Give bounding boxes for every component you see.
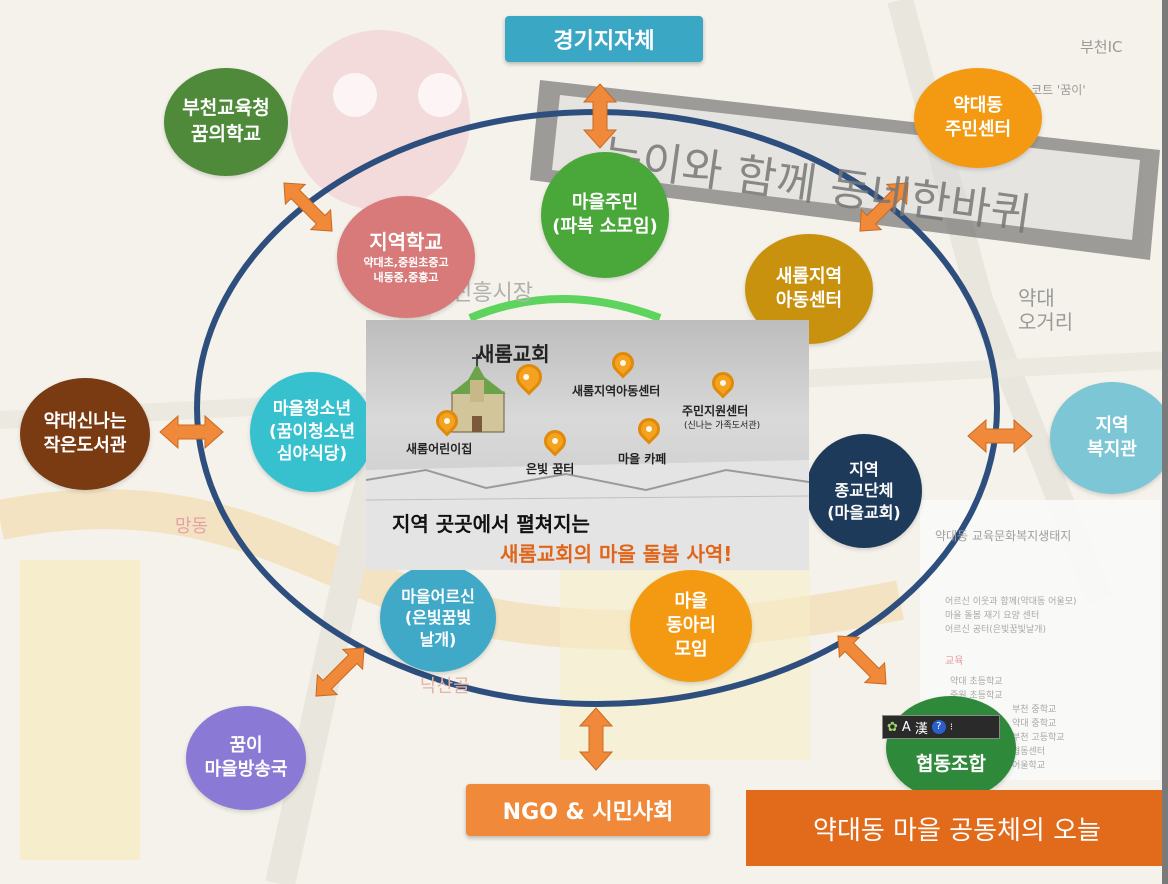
bg-edu-item-5: 부천 고등학교 [1012, 732, 1065, 743]
node-broadcast: 꿈이 마을방송국 [186, 706, 306, 810]
pin-label-resident-center-sub: (신나는 가족도서관) [684, 421, 761, 431]
bg-sidebar-item-1: 어르신 이웃과 함께(약대동 어울모) [945, 595, 1077, 607]
node-youth: 마을청소년 (꿈이청소년 심야식당) [250, 372, 374, 492]
map-caption-line2: 새롬교회의 마을 돌봄 사역! [500, 542, 733, 566]
node-yakdae-center: 약대동 주민센터 [914, 68, 1042, 168]
pin-label-child-center: 새롬지역아동센터 [572, 384, 661, 398]
map-texture [366, 354, 809, 570]
pin-label-silver-dream: 은빛 꿈터 [526, 462, 575, 476]
node-club: 마을 동아리 모임 [630, 570, 752, 682]
bg-sidebar-item-2: 마을 돌봄 재기 요양 센터 [945, 610, 1039, 621]
bg-sidebar-edu-heading: 교육 [945, 655, 963, 667]
gyeonggi-label: 경기지자체 [553, 29, 655, 54]
gyeonggi-box: 경기지자체 [505, 16, 703, 62]
ime-gear-icon[interactable]: ✿ [887, 719, 898, 735]
film-banner [530, 80, 1160, 260]
bg-edu-item-1: 약대 초등학교 [950, 675, 1003, 687]
bg-mangdong: 망동 [175, 516, 208, 537]
ime-mode[interactable]: A [901, 719, 911, 735]
bg-edu-item-2: 중원 초등학교 [950, 690, 1003, 701]
bg-mascot-note: 스코트 '꿈이' [1020, 83, 1086, 97]
bg-edu-item-4: 약대 중학교 [1012, 717, 1056, 729]
ime-help-icon[interactable]: ? [931, 720, 946, 734]
bg-bucheon-ic: 부천IC [1080, 38, 1123, 56]
bg-edu-item-3: 부천 중학교 [1012, 704, 1056, 715]
node-library: 약대신나는 작은도서관 [20, 378, 150, 490]
window-edge [1162, 0, 1168, 884]
ime-menu-icon[interactable]: ⁝ [949, 721, 954, 733]
node-village-residents: 마을주민 (파복 소모임) [541, 152, 669, 278]
slide-title: 약대동 마을 공동체의 오늘 [813, 815, 1101, 846]
bg-sidebar-item-3: 어르신 공터(은빛꿈빛날개) [945, 624, 1046, 635]
node-elders: 마을어르신 (은빛꿈빛 날개) [380, 564, 496, 672]
ime-hanja[interactable]: 漢 [914, 721, 928, 737]
ime-toolbar[interactable]: ✿ A 漢 ? ⁝ [882, 715, 1000, 739]
church-label: 새롬교회 [476, 342, 550, 366]
map-caption-line1: 지역 곳곳에서 펼쳐지는 [392, 512, 590, 536]
node-coop: 협동조합 [886, 696, 1016, 800]
node-local-school: 지역학교 약대초,중원초중고 내동중,중흥고 [337, 196, 475, 318]
bg-edu-item-7: 어울학교 [1012, 760, 1045, 771]
pin-label-daycare: 새롬어린이집 [406, 442, 473, 456]
church-map-photo: 새롬교회 새롬지역아동센터 주민지원센터 (신나는 가족도서관) 새롬어린이집 … [366, 320, 809, 570]
bg-edu-item-6: 협동센터 [1012, 745, 1045, 757]
pin-label-village-cafe: 마을 카페 [618, 452, 667, 466]
ngo-box: NGO & 시민사회 [466, 784, 710, 836]
ngo-label: NGO & 시민사회 [502, 800, 674, 825]
node-bucheon-edu: 부천교육청 꿈의학교 [164, 68, 288, 176]
node-religious: 지역 종교단체 (마을교회) [806, 434, 922, 548]
bg-sidebar-heading: 약대동 교육문화복지생태지 [935, 528, 1071, 543]
slide-title-banner: 약대동 마을 공동체의 오늘 [746, 790, 1168, 866]
church-icon [450, 354, 506, 433]
pin-label-resident-center: 주민지원센터 [682, 404, 749, 418]
node-welfare: 지역 복지관 [1050, 382, 1168, 494]
bg-nakssangol: 낙산골 [420, 676, 470, 697]
